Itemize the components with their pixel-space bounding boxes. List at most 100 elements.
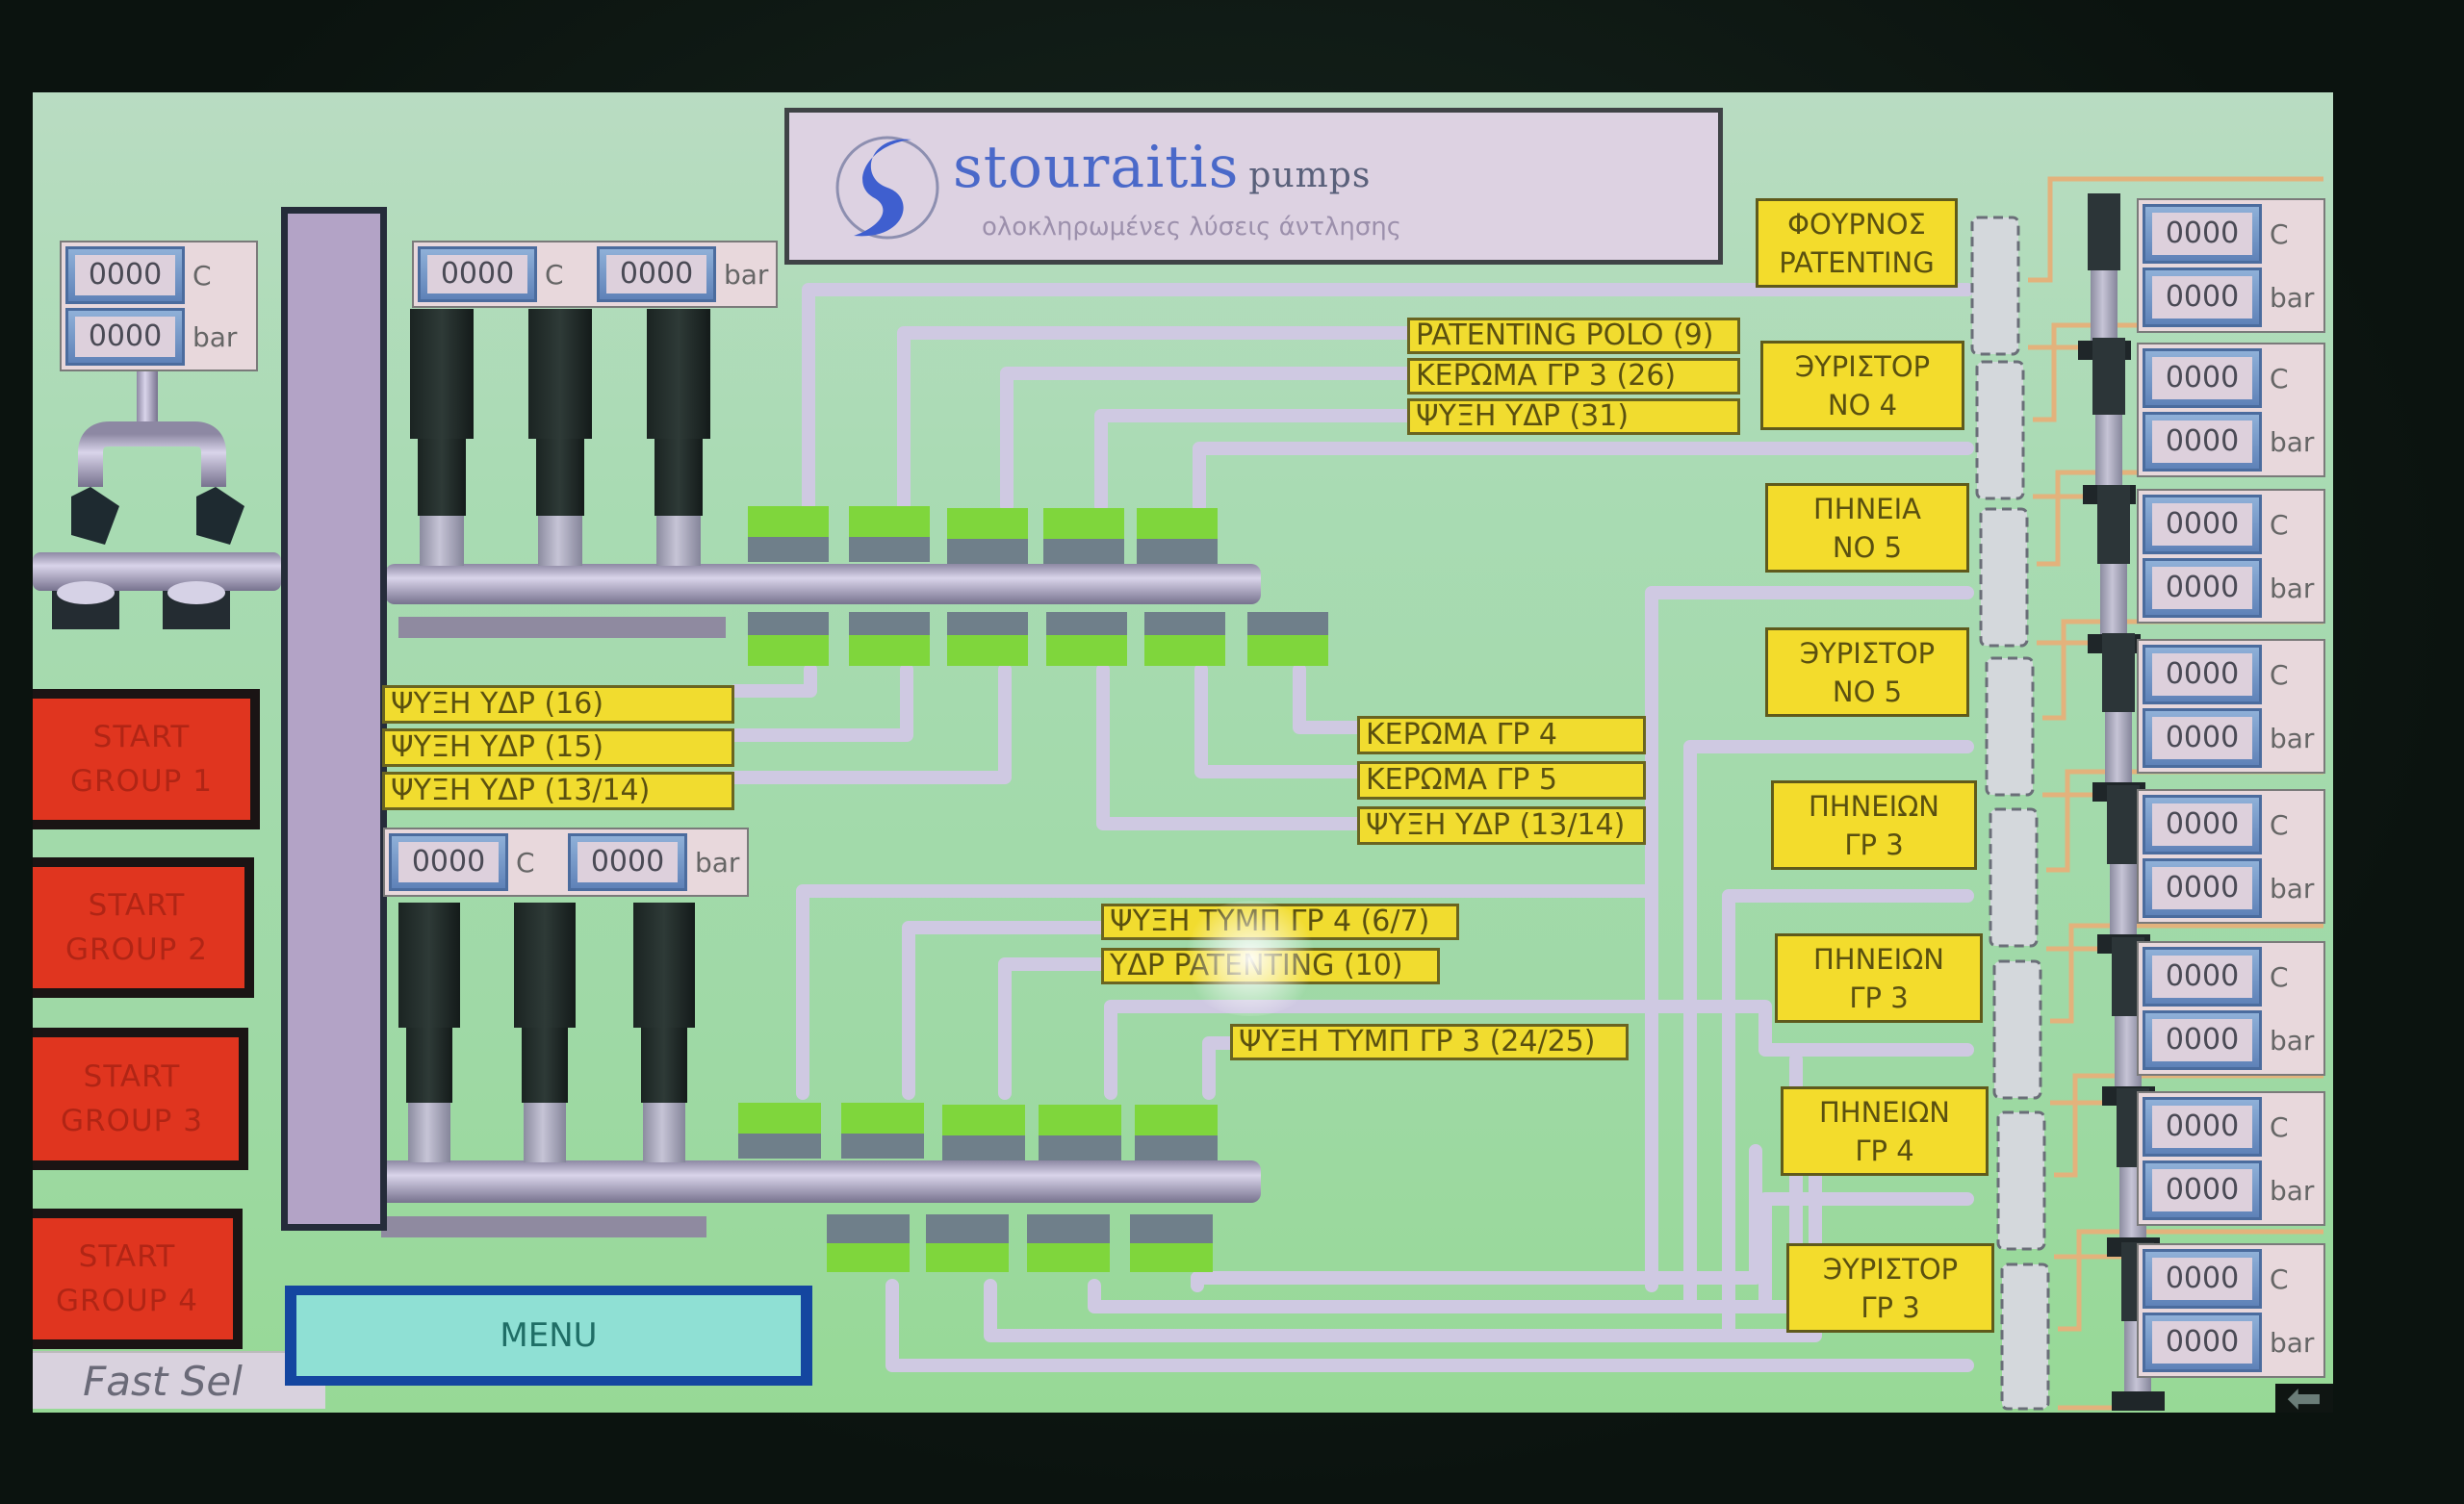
branch-label: ΨΥΞΗ ΥΔΡ (15)	[382, 728, 734, 767]
branch-label: PATENTING POLO (9)	[1407, 318, 1740, 354]
pump-icon	[2088, 485, 2141, 653]
station-label: ЭΥΡΙΣΤΟΡ ΝΟ 5	[1765, 627, 1969, 717]
station-label-line2: PATENTING	[1779, 245, 1935, 279]
station-label-line1: ΠΗΝΕΙΩΝ	[1808, 789, 1940, 823]
station-label-line1: ΠΗΝΕΙΩΝ	[1818, 1095, 1951, 1129]
vertical-header-pipe	[281, 207, 387, 1231]
station-temp-value: 0000	[2143, 1097, 2262, 1157]
valve-icon	[926, 1214, 1009, 1272]
valve-icon	[947, 612, 1028, 666]
logo-suffix: pumps	[1248, 156, 1372, 195]
branch-label: ΚΕΡΩΜΑ ΓΡ 3 (26)	[1407, 358, 1740, 395]
pump-icon	[514, 903, 576, 1162]
source-temp-value: 0000	[65, 246, 185, 304]
distribution-pipes-upper	[729, 283, 1974, 1372]
pipe	[729, 663, 1012, 784]
station-label-line1: ΠΗΝΕΙΑ	[1812, 492, 1922, 525]
flow-meter-icon	[1989, 807, 2039, 948]
station-pressure-unit: bar	[2270, 425, 2315, 458]
station-equipment	[1970, 193, 2165, 1411]
valve-icon	[1027, 1214, 1110, 1272]
station-pressure-unit: bar	[2270, 1024, 2315, 1057]
station-label-line2: ΓΡ 3	[1844, 828, 1904, 861]
station-pressure-value: 0000	[2143, 708, 2262, 768]
pump-icon	[410, 309, 474, 566]
valve-row-bottom	[748, 612, 1328, 666]
pump-group-upper	[385, 309, 1328, 666]
station-temp-unit: C	[2270, 362, 2289, 395]
pipe	[1094, 409, 1416, 513]
station-label-line2: ΓΡ 3	[1849, 981, 1909, 1014]
hmi-screen: stouraitis pumps ολοκληρωμένες λύσεις άν…	[33, 92, 2333, 1413]
branch-label: ΨΥΞΗ ΤΥΜΠ ΓΡ 4 (6/7)	[1101, 904, 1459, 940]
pump-group-lower	[360, 903, 1261, 1272]
pump-icon	[71, 487, 119, 545]
upper-group-pressure-value: 0000	[597, 246, 716, 302]
valve-icon	[738, 1103, 821, 1159]
source-pressure-unit: bar	[192, 320, 238, 353]
station-pressure-value: 0000	[2143, 558, 2262, 618]
pipe	[1096, 663, 1366, 830]
logo-brand: stouraitis	[953, 134, 1240, 201]
pipe	[729, 663, 913, 742]
fast-select-button[interactable]: Fast Sel	[33, 1351, 325, 1409]
pump-icon	[196, 487, 244, 545]
lower-group-pressure-value: 0000	[568, 833, 687, 891]
station-pressure-unit: bar	[2270, 722, 2315, 754]
upper-group-readout: 0000 C 0000 bar	[412, 241, 778, 308]
valve-row-top	[748, 506, 1218, 564]
pipe	[796, 884, 1656, 1100]
valve-icon	[947, 508, 1028, 564]
station-label-line2: ΝΟ 5	[1832, 675, 1903, 708]
flow-meter-icon	[1975, 360, 2025, 500]
station-label-line1: ЭΥΡΙΣΤΟΡ	[1799, 636, 1936, 670]
lower-group-pressure-unit: bar	[695, 846, 740, 879]
pipe	[886, 1279, 1974, 1372]
flow-meter-icon	[2000, 1262, 2050, 1411]
station-temp-unit: C	[2270, 960, 2289, 993]
station-pressure-unit: bar	[2270, 872, 2315, 905]
valve-icon	[1043, 508, 1124, 564]
station-label-line1: ЭΥΡΙΣΤΟΡ	[1794, 349, 1931, 383]
station-pressure-value: 0000	[2143, 268, 2262, 327]
station-label-line1: ЭΥΡΙΣΤΟΡ	[1822, 1252, 1959, 1286]
valve-icon	[827, 1214, 910, 1272]
valve-icon	[1039, 1105, 1121, 1160]
station-temp-value: 0000	[2143, 1249, 2262, 1309]
station-temp-unit: C	[2270, 808, 2289, 841]
arrow-left-icon: ⬅	[2286, 1373, 2323, 1414]
upper-group-temp-unit: C	[545, 258, 564, 291]
valve-icon	[1046, 612, 1127, 666]
valve-row-bottom	[827, 1214, 1213, 1272]
upper-group-pressure-unit: bar	[724, 258, 769, 291]
back-button[interactable]: ⬅	[2275, 1374, 2333, 1413]
station-pressure-unit: bar	[2270, 1174, 2315, 1207]
source-readout: 0000 C 0000 bar	[60, 241, 258, 371]
valve-icon	[748, 612, 829, 666]
pipe	[998, 957, 1108, 1100]
valve-icon	[748, 506, 829, 562]
menu-button[interactable]: MENU	[285, 1286, 812, 1386]
station-temp-value: 0000	[2143, 795, 2262, 854]
pipe	[902, 921, 1108, 1100]
pipe	[802, 283, 1974, 513]
branch-label: ΚΕΡΩΜΑ ΓΡ 4	[1357, 716, 1646, 754]
valve-icon	[942, 1105, 1025, 1160]
valve-icon	[841, 1103, 924, 1159]
valve-icon	[1247, 612, 1328, 666]
branch-label: ΨΥΞΗ ΥΔΡ (16)	[382, 685, 734, 724]
source-temp-unit: C	[192, 259, 212, 292]
